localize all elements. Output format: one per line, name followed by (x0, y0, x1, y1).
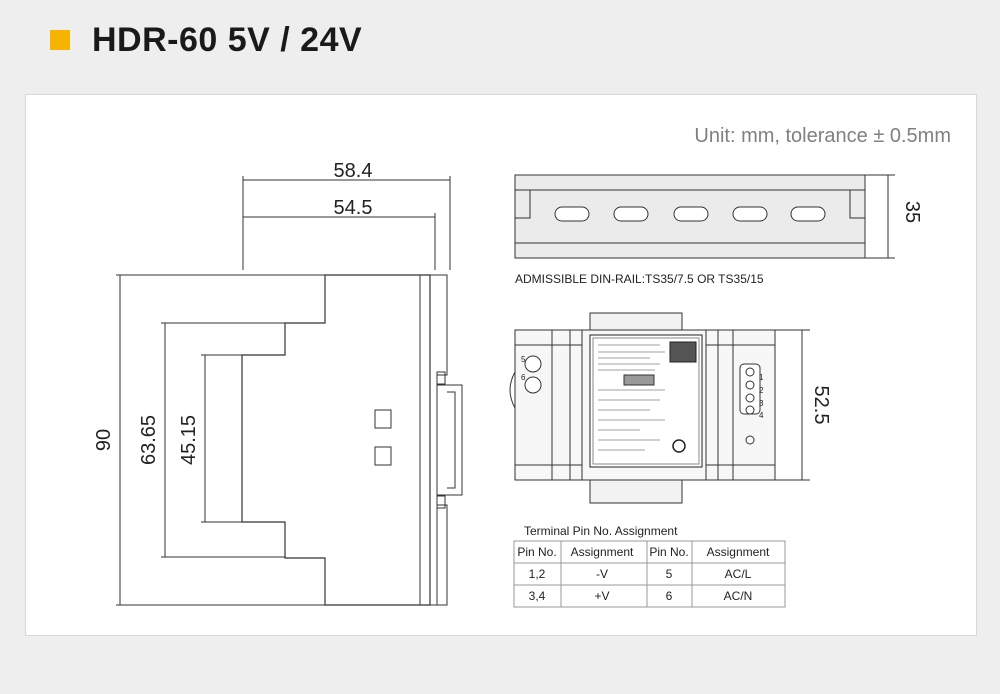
pin-table-cell: 5 (666, 567, 673, 581)
dim-width-total: 58.4 (334, 160, 373, 182)
pin-table-caption: Terminal Pin No. Assignment (524, 524, 678, 538)
pin-table-cell: +V (594, 589, 609, 603)
left-terminal-label-5: 5 (521, 355, 526, 364)
pin-table-cell: AC/N (724, 589, 753, 603)
pin-table-cell: 3,4 (529, 589, 546, 603)
right-terminal-label-2: 2 (759, 386, 764, 395)
pin-table-cell: 6 (666, 589, 673, 603)
page-title: HDR-60 5V / 24V (92, 20, 363, 59)
dim-height-total: 90 (93, 429, 115, 451)
dim-width-inner: 54.5 (334, 197, 373, 219)
din-rail-view (514, 174, 895, 259)
pin-table-header-pin-1: Pin No. (517, 545, 556, 559)
pin-table-cell: 1,2 (529, 567, 546, 581)
right-terminal-label-4: 4 (759, 411, 764, 420)
pin-table-header-pin-2: Pin No. (649, 545, 688, 559)
dim-height-inner: 45.15 (178, 415, 200, 465)
pin-table-header-assignment-1: Assignment (571, 545, 634, 559)
side-view (116, 176, 463, 606)
top-view (509, 312, 810, 504)
pin-table-cell: -V (596, 567, 608, 581)
din-rail-caption: ADMISSIBLE DIN-RAIL:TS35/7.5 OR TS35/15 (515, 272, 764, 286)
pin-table (513, 540, 786, 608)
right-terminal-label-3: 3 (759, 399, 764, 408)
header: HDR-60 5V / 24V (50, 18, 362, 62)
dim-height-mid: 63.65 (138, 415, 160, 465)
title-bullet-icon (50, 30, 70, 50)
top-view-height-dim: 52.5 (810, 386, 832, 425)
din-rail-height-dim: 35 (901, 201, 923, 223)
right-terminal-label-1: 1 (759, 373, 764, 382)
pin-table-header-assignment-2: Assignment (707, 545, 770, 559)
pin-table-cell: AC/L (725, 567, 752, 581)
left-terminal-label-6: 6 (521, 373, 526, 382)
unit-note: Unit: mm, tolerance ± 0.5mm (694, 125, 951, 147)
